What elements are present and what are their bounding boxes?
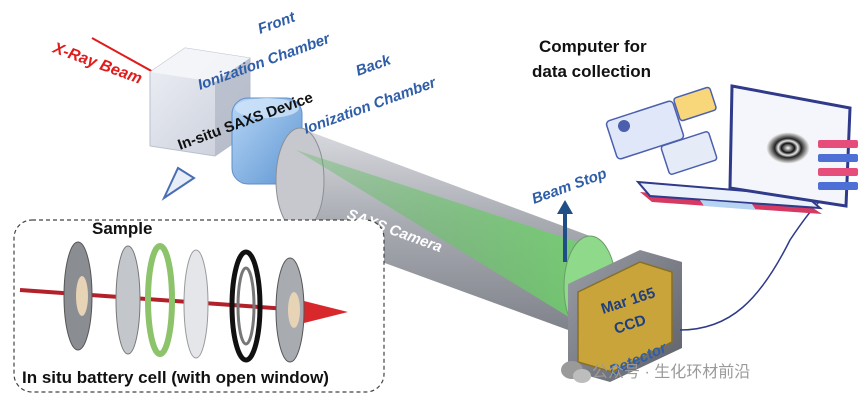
back-chamber-label-2: Ionization Chamber bbox=[302, 74, 440, 138]
beam-stop-arrow bbox=[557, 200, 573, 262]
laptop-icon bbox=[635, 84, 858, 214]
wechat-icon bbox=[561, 361, 591, 383]
detector-cable bbox=[679, 195, 827, 331]
sample-label: Sample bbox=[92, 219, 152, 238]
saxs-camera-tube bbox=[275, 127, 617, 339]
inset-pointer bbox=[161, 166, 196, 201]
computer-label-2: data collection bbox=[532, 62, 651, 81]
battery-cell-label: In situ battery cell (with open window) bbox=[22, 368, 329, 387]
back-chamber-label-1: Back bbox=[354, 51, 394, 79]
ccd-detector bbox=[568, 250, 682, 382]
front-ionization-chamber bbox=[149, 47, 251, 157]
xray-beam-label: X-Ray Beam bbox=[50, 39, 144, 87]
front-chamber-label-1: Front bbox=[256, 8, 299, 37]
watermark-text: 公众号 · 生化环材前沿 bbox=[592, 363, 750, 381]
data-card-icons bbox=[605, 86, 718, 175]
computer-label-1: Computer for bbox=[539, 37, 647, 56]
beam-stop-label: Beam Stop bbox=[530, 165, 609, 208]
battery-cell-components bbox=[19, 241, 348, 363]
